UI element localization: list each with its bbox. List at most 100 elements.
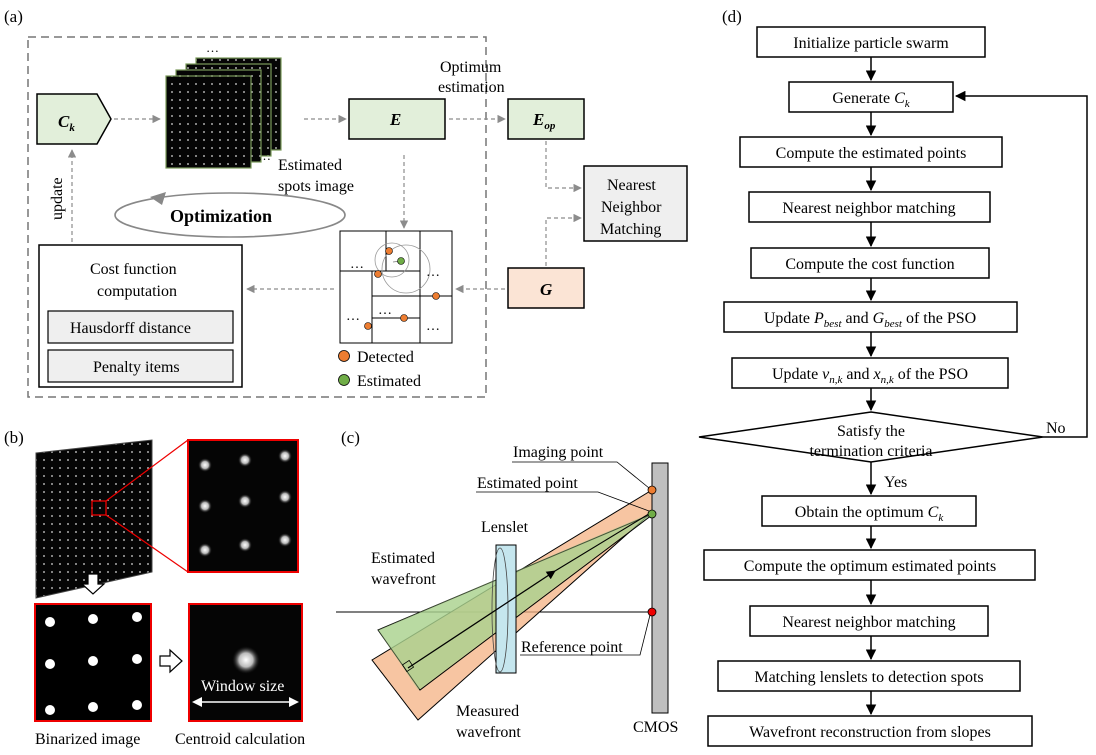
imaging-point <box>647 485 657 495</box>
zoom-region <box>91 500 107 516</box>
nnm-line-3: Matching <box>600 221 661 238</box>
step-cost-function-label: Compute the cost function <box>785 256 954 273</box>
step-nn-matching-label: Nearest neighbor matching <box>782 200 955 217</box>
centroid-spot <box>232 646 260 674</box>
right-arrow-icon <box>159 648 183 674</box>
lenslet-label: Lenslet <box>481 519 529 536</box>
estimated-wavefront-label-1: Estimated <box>371 550 435 567</box>
panel-a: (a) Ck … … Estimated spots image E Optim… <box>4 7 688 398</box>
cost-line-1: Cost function <box>90 261 177 278</box>
step-cost-function <box>750 247 990 279</box>
step-nn-matching <box>748 191 991 223</box>
flow-arrows-a <box>67 114 582 294</box>
panel-a-label: (a) <box>4 7 23 26</box>
panel-b-label: (b) <box>4 428 24 447</box>
step-generate-ck-label: Generate Ck <box>832 90 910 110</box>
svg-text:…: … <box>206 40 219 55</box>
nearest-neighbor-box <box>583 165 688 242</box>
step-initialize <box>756 26 986 58</box>
g-node <box>507 267 585 309</box>
step-matching-lenslets <box>717 660 1021 692</box>
raw-spot-image <box>35 439 153 599</box>
optimization-label: Optimization <box>170 206 272 226</box>
flowchart-arrows <box>865 57 1088 716</box>
decision-line-1: Satisfy the <box>837 423 905 440</box>
estimated-point-label: Estimated point <box>477 475 578 492</box>
zoomed-spot-dots <box>198 449 292 557</box>
estimated-legend-label: Estimated <box>357 373 421 390</box>
svg-text:…: … <box>258 148 271 163</box>
step-nn-matching-2-label: Nearest neighbor matching <box>782 614 955 631</box>
step-compute-optimum <box>703 549 1036 581</box>
step-reconstruction <box>707 715 1033 747</box>
panel-b: (b) Binarized image Window size Centroid… <box>4 428 305 748</box>
nnm-line-2: Neighbor <box>601 199 662 216</box>
reference-point <box>647 607 657 617</box>
down-arrow-icon <box>80 573 106 595</box>
estimated-wavefront-label-2: wavefront <box>371 571 436 588</box>
cmos-sensor <box>651 462 669 714</box>
step-update-pbest-label: Update Pbest and Gbest of the PSO <box>764 310 976 330</box>
svg-text:…: … <box>426 265 440 280</box>
ck-label: Ck <box>58 112 75 134</box>
lenslet <box>495 544 517 674</box>
eop-label: Eop <box>532 110 556 132</box>
reference-point-label: Reference point <box>521 639 623 656</box>
step-reconstruction-label: Wavefront reconstruction from slopes <box>749 724 991 741</box>
centroid-label: Centroid calculation <box>175 731 305 748</box>
panel-c-label: (c) <box>341 428 360 447</box>
decision-line-2: termination criteria <box>809 443 932 460</box>
measured-wavefront-label-2: wavefront <box>456 724 521 741</box>
step-matching-lenslets-label: Matching lenslets to detection spots <box>754 669 983 686</box>
estimated-legend-marker <box>338 374 350 386</box>
estimated-point <box>647 509 657 519</box>
binarized-dots <box>45 612 142 715</box>
estimated-spots-label-1: Estimated <box>278 157 342 174</box>
step-compute-estimated-label: Compute the estimated points <box>776 145 967 162</box>
no-label: No <box>1046 420 1066 437</box>
step-update-velocity-label: Update vn,k and xn,k of the PSO <box>772 366 968 386</box>
update-label: update <box>49 177 66 220</box>
window-size-label: Window size <box>201 678 284 695</box>
step-compute-optimum-label: Compute the optimum estimated points <box>744 558 996 575</box>
penalty-label: Penalty items <box>93 359 180 376</box>
panel-c: (c) CMOS Imaging point Estimated point L… <box>336 428 678 741</box>
cmos-label: CMOS <box>633 719 678 736</box>
hausdorff-label: Hausdorff distance <box>70 320 191 337</box>
chief-ray <box>407 570 556 669</box>
step-obtain-optimum-label: Obtain the optimum Ck <box>795 504 945 524</box>
detected-legend-label: Detected <box>357 349 414 366</box>
svg-text:…: … <box>426 319 440 334</box>
detected-legend-marker <box>338 350 350 362</box>
cost-line-2: computation <box>97 283 177 300</box>
matching-grid: … … … … … <box>339 230 453 344</box>
eop-node <box>507 98 585 140</box>
step-update-pbest <box>723 301 1018 333</box>
step-update-velocity <box>731 357 1009 389</box>
svg-text:…: … <box>346 309 360 324</box>
nnm-line-1: Nearest <box>607 177 656 194</box>
estimated-spots-label-2: spots image <box>278 178 354 195</box>
estimated-spots-stack: … … <box>165 40 282 169</box>
panel-d-label: (d) <box>722 7 742 26</box>
e-node <box>348 98 446 140</box>
optimum-label-2: estimation <box>438 79 505 96</box>
measured-wavefront-label-1: Measured <box>456 703 519 720</box>
step-nn-matching-2 <box>749 605 989 637</box>
step-obtain-optimum <box>761 495 977 527</box>
panel-d: (d) Initialize particle swarm Generate C… <box>698 7 1088 747</box>
optimization-loop <box>114 192 346 238</box>
svg-text:…: … <box>350 257 364 272</box>
penalty-box <box>47 349 234 383</box>
yes-label: Yes <box>884 474 907 491</box>
imaging-point-label: Imaging point <box>513 444 604 461</box>
ck-node <box>36 93 112 145</box>
e-label: E <box>389 110 401 129</box>
binarized-label: Binarized image <box>35 731 140 748</box>
optimization-loop-frame <box>27 36 487 398</box>
g-label: G <box>540 280 553 299</box>
hausdorff-box <box>47 310 234 344</box>
svg-text:…: … <box>378 303 392 318</box>
optimum-label-1: Optimum <box>440 59 502 76</box>
